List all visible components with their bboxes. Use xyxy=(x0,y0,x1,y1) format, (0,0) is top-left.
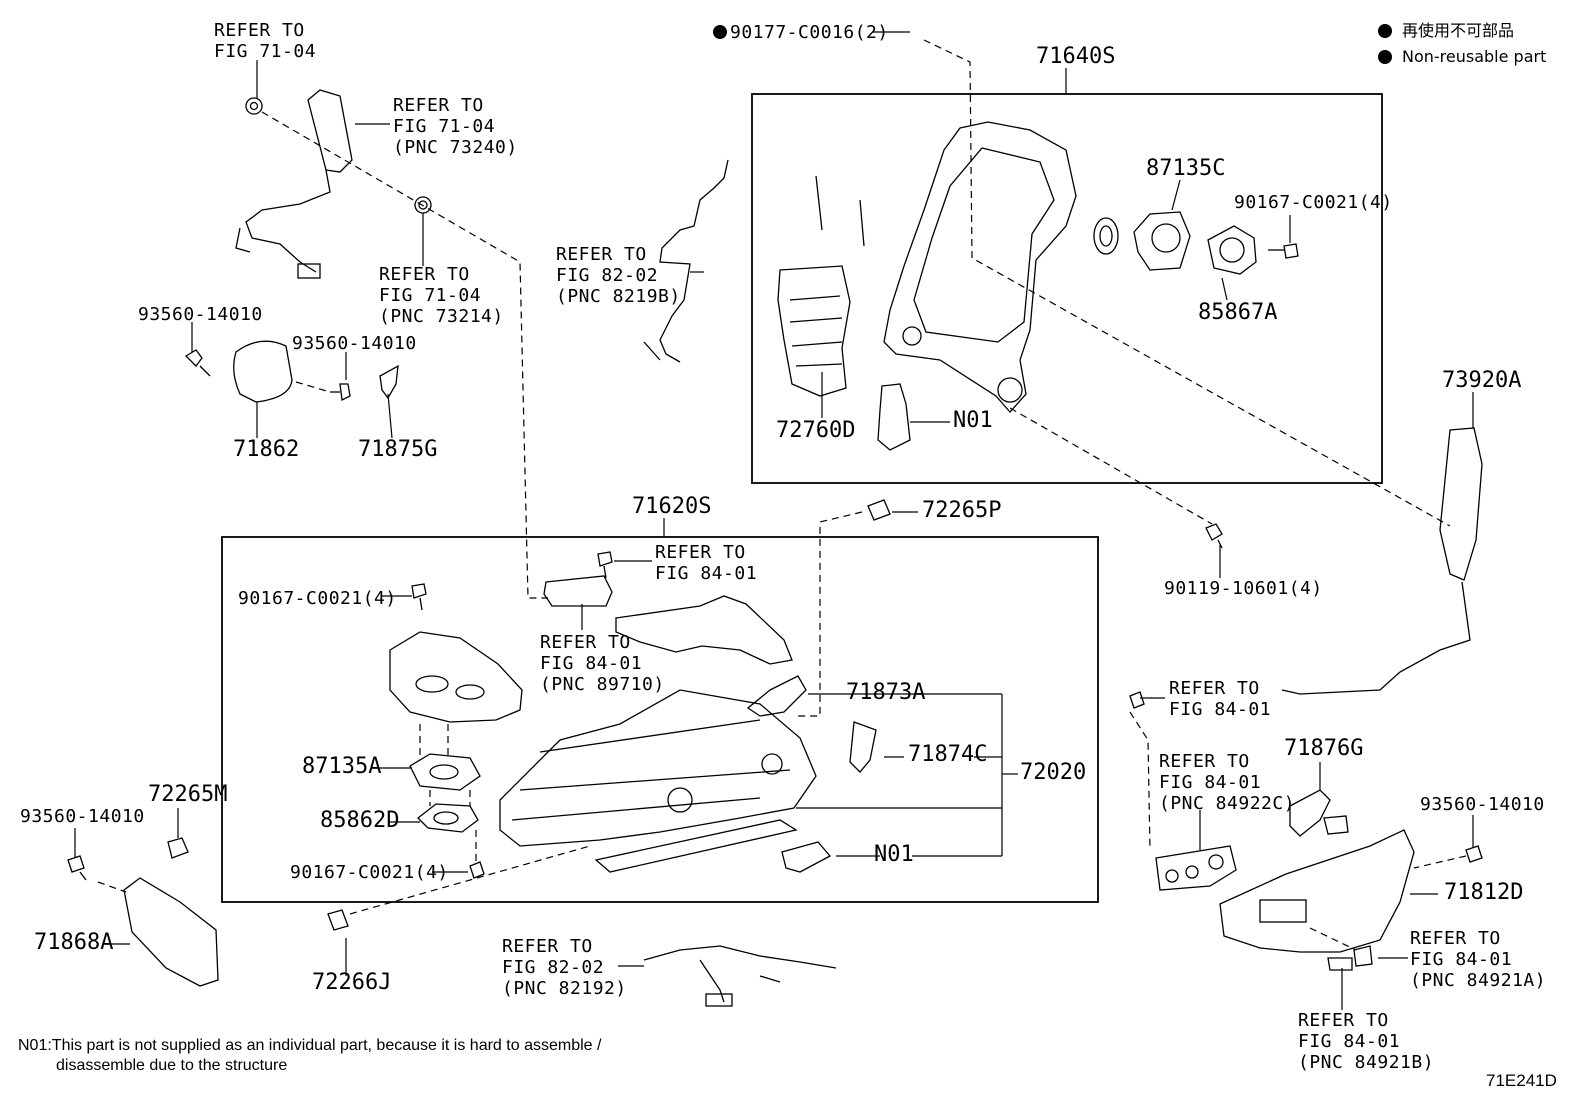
part-87135a[interactable]: 87135A xyxy=(302,754,382,779)
part-93560-14010-c[interactable]: 93560-14010 xyxy=(1420,794,1545,815)
part-71876g[interactable]: 71876G xyxy=(1284,736,1364,761)
part-n01-top[interactable]: N01 xyxy=(953,408,993,433)
legend-japanese: 再使用不可部品 xyxy=(1402,21,1515,40)
part-71868a[interactable]: 71868A xyxy=(34,930,114,955)
footnote: N01:This part is not supplied as an indi… xyxy=(18,1036,601,1076)
refer-fig-84-01-a[interactable]: REFER TO FIG 84-01 xyxy=(655,542,758,584)
part-85867a[interactable]: 85867A xyxy=(1198,300,1278,325)
part-73920a[interactable]: 73920A xyxy=(1442,368,1522,393)
part-90167-c0021-mid[interactable]: 90167-C0021(4) xyxy=(238,588,397,609)
part-87135c[interactable]: 87135C xyxy=(1146,156,1226,181)
footnote-line-1: N01:This part is not supplied as an indi… xyxy=(18,1037,602,1054)
part-71862[interactable]: 71862 xyxy=(233,437,300,462)
part-72266j[interactable]: 72266J xyxy=(312,970,392,995)
part-85862d[interactable]: 85862D xyxy=(320,808,400,833)
part-93560-14010-a[interactable]: 93560-14010 xyxy=(138,304,263,325)
refer-fig-84-01-b[interactable]: REFER TO FIG 84-01 xyxy=(1169,678,1272,720)
part-71874c[interactable]: 71874C xyxy=(908,742,988,767)
refer-pnc-84921b[interactable]: REFER TO FIG 84-01 (PNC 84921B) xyxy=(1298,1010,1435,1073)
refer-pnc-73214[interactable]: REFER TO FIG 71-04 (PNC 73214) xyxy=(379,264,504,327)
part-71875g[interactable]: 71875G xyxy=(358,437,438,462)
legend: 再使用不可部品 Non-reusable part xyxy=(1378,18,1546,70)
refer-fig-71-04-top[interactable]: REFER TO FIG 71-04 xyxy=(214,20,317,62)
parts-drawings xyxy=(67,89,1483,1007)
legend-row-japanese: 再使用不可部品 xyxy=(1378,18,1546,44)
part-n01-bottom[interactable]: N01 xyxy=(874,842,914,867)
part-71812d[interactable]: 71812D xyxy=(1444,880,1524,905)
legend-english: Non-reusable part xyxy=(1402,47,1547,66)
part-71620s[interactable]: 71620S xyxy=(632,494,712,519)
part-72760d[interactable]: 72760D xyxy=(776,418,856,443)
part-90167-c0021-bottom[interactable]: 90167-C0021(4) xyxy=(290,862,449,883)
footnote-line-2: disassemble due to the structure xyxy=(56,1057,288,1074)
refer-pnc-8219b[interactable]: REFER TO FIG 82-02 (PNC 8219B) xyxy=(556,244,681,307)
refer-pnc-89710[interactable]: REFER TO FIG 84-01 (PNC 89710) xyxy=(540,632,665,695)
non-reusable-dot-icon xyxy=(1378,24,1392,38)
part-90167-c0021-top[interactable]: 90167-C0021(4) xyxy=(1234,192,1393,213)
part-71873a[interactable]: 71873A xyxy=(846,680,926,705)
refer-pnc-84922c[interactable]: REFER TO FIG 84-01 (PNC 84922C) xyxy=(1159,751,1296,814)
part-90177-c0016[interactable]: 90177-C0016(2) xyxy=(730,22,889,43)
part-72020[interactable]: 72020 xyxy=(1020,760,1087,785)
non-reusable-marker xyxy=(713,25,727,39)
part-90119-10601[interactable]: 90119-10601(4) xyxy=(1164,578,1323,599)
refer-pnc-73240[interactable]: REFER TO FIG 71-04 (PNC 73240) xyxy=(393,95,518,158)
leader-lines xyxy=(74,31,1474,1010)
assembly-box-71640s xyxy=(751,93,1383,484)
part-72265m[interactable]: 72265M xyxy=(148,782,228,807)
part-71640s[interactable]: 71640S xyxy=(1036,44,1116,69)
part-93560-14010-b[interactable]: 93560-14010 xyxy=(292,333,417,354)
part-93560-14010-d[interactable]: 93560-14010 xyxy=(20,806,145,827)
part-72265p[interactable]: 72265P xyxy=(922,498,1002,523)
assembly-box-71620s xyxy=(221,536,1099,903)
legend-row-english: Non-reusable part xyxy=(1378,44,1546,70)
dashed-relation-lines xyxy=(97,39,1467,951)
refer-pnc-82192[interactable]: REFER TO FIG 82-02 (PNC 82192) xyxy=(502,936,627,999)
non-reusable-dot-icon xyxy=(1378,50,1392,64)
refer-pnc-84921a[interactable]: REFER TO FIG 84-01 (PNC 84921A) xyxy=(1410,928,1547,991)
figure-code: 71E241D xyxy=(1486,1071,1557,1090)
